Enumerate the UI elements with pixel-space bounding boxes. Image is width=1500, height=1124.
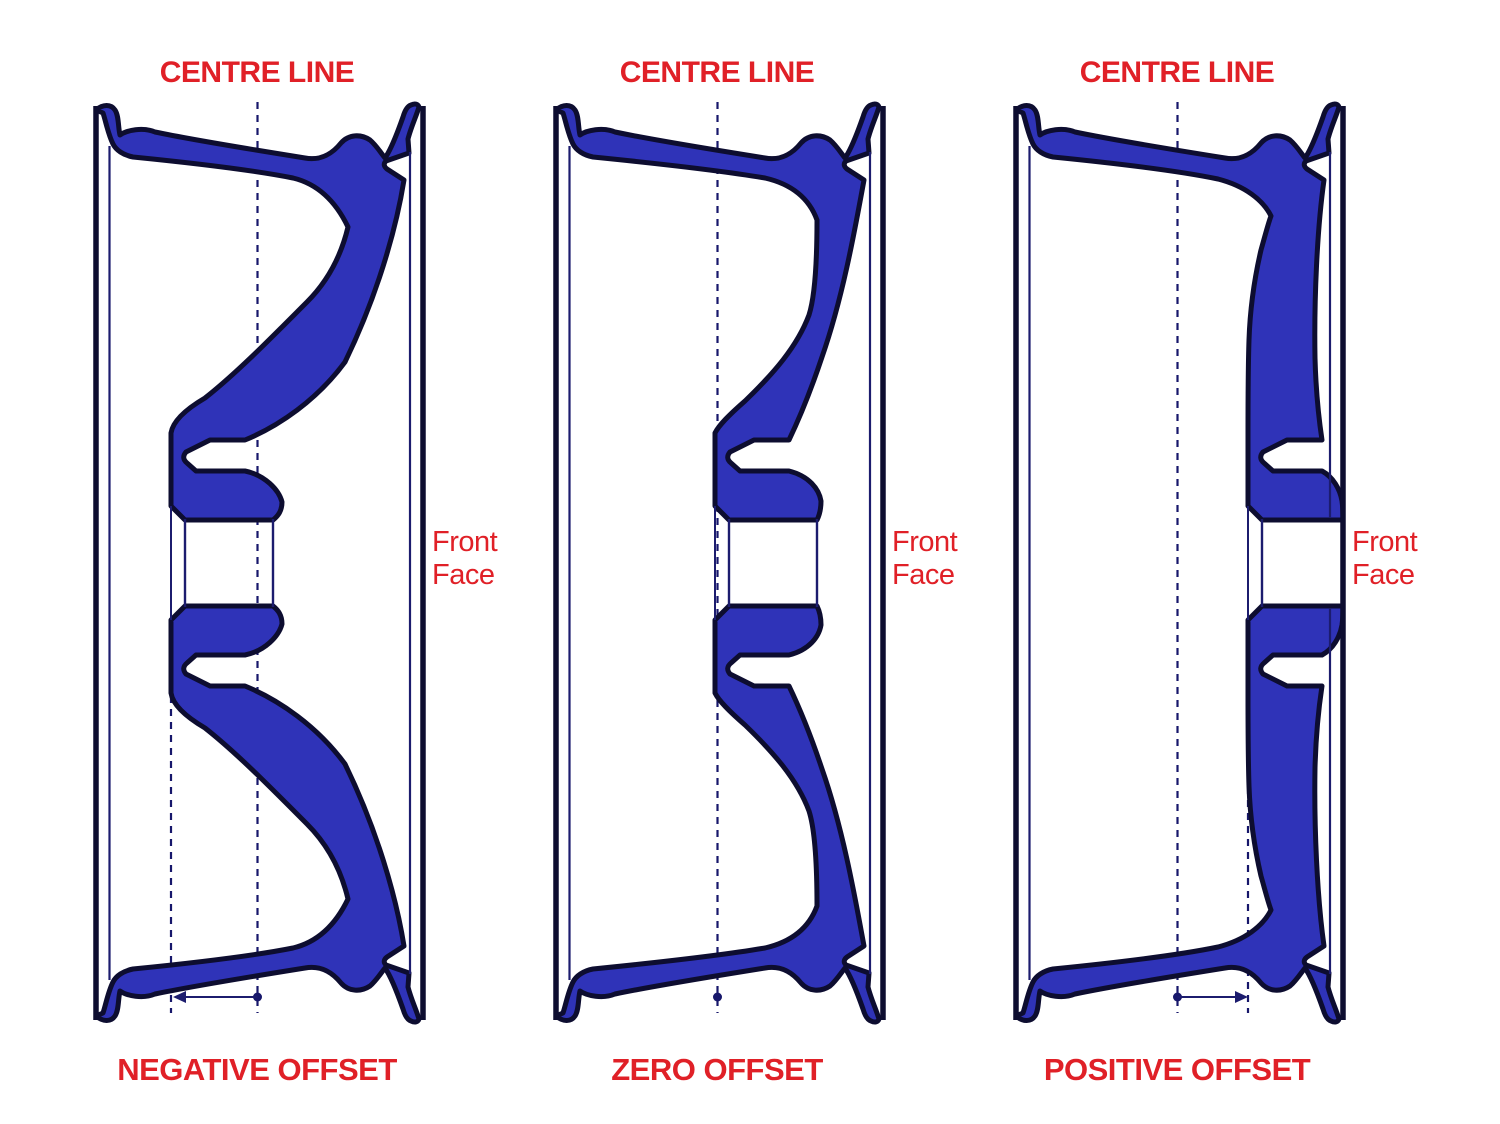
rim-profile-top [553,101,882,523]
centre-line-label: CENTRE LINE [1079,56,1275,89]
rim-profile-bottom [93,603,422,1025]
wheel-zero-offset: CENTRE LINE Front Face ZERO OFFSET [553,0,958,1124]
front-face-line2: Face [432,559,495,591]
rim-profile-bottom-mirror [93,603,422,1025]
centre-line-label: CENTRE LINE [619,56,815,89]
front-face-line2: Face [1352,559,1415,591]
rim-profile-bottom [553,603,882,1025]
wheel-rim-svg [93,101,426,1025]
front-face-label: Front Face [892,526,958,592]
rim-profile-bottom-mirror [1013,603,1346,1025]
rim-profile-top [1013,101,1346,523]
wheel-cross-section-zero [553,100,887,1026]
rim-profile-top [93,101,422,523]
front-face-line1: Front [432,526,498,558]
negative-offset-label: NEGATIVE OFFSET [117,1052,397,1087]
front-face-label: Front Face [1352,526,1418,592]
wheel-negative-offset: CENTRE LINE Front Face NEGATIVE OFFSET [93,0,498,1124]
wheel-rim-svg [1013,101,1346,1025]
positive-offset-label: POSITIVE OFFSET [1043,1052,1311,1087]
front-face-label: Front Face [432,526,498,592]
front-face-line1: Front [1352,526,1418,558]
wheel-cross-section-negative [93,100,427,1026]
centre-line-label: CENTRE LINE [159,56,355,89]
rim-profile-bottom-mirror [553,603,882,1025]
zero-offset-label: ZERO OFFSET [611,1052,823,1087]
front-face-line1: Front [892,526,958,558]
offset-origin-dot [713,992,722,1002]
front-face-line2: Face [892,559,955,591]
rim-profile-bottom [1013,603,1346,1025]
offset-arrowhead-left [173,991,186,1003]
wheel-positive-offset: CENTRE LINE Front Face POSITIVE OFFSET [1013,0,1418,1124]
wheel-cross-section-positive [1013,100,1347,1026]
wheel-rim-svg [553,101,886,1025]
offset-arrowhead-right [1235,991,1248,1003]
